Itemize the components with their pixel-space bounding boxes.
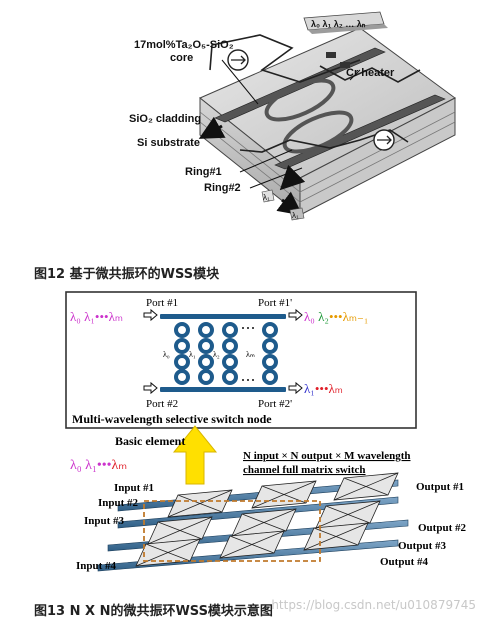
svg-text:λ₀ λ₁•••λₘ: λ₀ λ₁•••λₘ	[70, 458, 127, 473]
col-lambda-m: λₘ	[246, 350, 255, 359]
output-3-label: Output #3	[398, 540, 446, 552]
ring-array	[174, 322, 278, 385]
switch-node-labels: Port #1 Port #1' Port #2 Port #2' λ₀ λ₁•…	[70, 297, 368, 426]
matrix-switch	[97, 472, 409, 572]
cladding-label: SiO₂ cladding	[129, 113, 201, 125]
input-4-label: Input #4	[76, 560, 117, 572]
svg-text:λ₀ λ₂•••λₘ₋₁: λ₀ λ₂•••λₘ₋₁	[304, 309, 368, 324]
col-lambda1: λ₁	[189, 350, 196, 359]
input-arrow	[143, 308, 158, 322]
ring1-label: Ring#1	[185, 166, 222, 178]
matrix-header-labels: Basic element N input × N output × M wav…	[70, 434, 410, 476]
top-output-lambda0: λ₀	[304, 309, 318, 324]
drop-lambda-2: λ₁	[292, 211, 299, 220]
heater-label: Cr heater	[346, 67, 395, 79]
input-3-label: Input #3	[84, 515, 125, 527]
basic-element-highlight	[143, 500, 321, 562]
drop-wavelength-box	[261, 189, 305, 221]
ring2-label: Ring#2	[204, 182, 241, 194]
bottom-bus-waveguide	[160, 387, 286, 392]
basic-element-arrow	[172, 425, 218, 485]
input-wavelength-box	[303, 11, 388, 34]
figure12-labels: 17mol%Ta₂O₅-SiO₂ core SiO₂ cladding Si s…	[129, 19, 395, 220]
output-2-label: Output #2	[418, 522, 466, 534]
basic-element-label: Basic element	[115, 434, 185, 448]
matrix-title-1: N input × N output × M wavelength	[243, 450, 410, 462]
bottom-output-lambda-m: •••λₘ	[315, 381, 343, 396]
switch-node-panel	[65, 291, 417, 429]
port2p-label: Port #2'	[258, 398, 292, 410]
input-1-label: Input #1	[114, 482, 154, 494]
ring1-shape	[264, 78, 336, 122]
watermark: https://blog.csdn.net/u010879745	[271, 598, 476, 612]
matrix-input-lambdas: λ₀ λ₁•••	[70, 458, 112, 473]
matrix-input-lambda-m: λₘ	[112, 458, 128, 473]
input-arrow	[143, 381, 158, 395]
input-lambdas: λ₀ λ₁ λ₂ … λₙ	[311, 19, 366, 29]
matrix-title-2: channel full matrix switch	[243, 464, 366, 476]
port1p-label: Port #1'	[258, 297, 292, 309]
top-output-lambda2: λ₂	[318, 309, 329, 324]
figure13-caption: 图13 N X N的微共振环WSS模块示意图	[34, 604, 273, 619]
figure12-caption: 图12 基于微共振环的WSS模块	[34, 267, 220, 282]
substrate-label: Si substrate	[137, 137, 200, 149]
output-1-label: Output #1	[416, 481, 464, 493]
core-label-2: core	[170, 52, 193, 64]
output-arrow	[288, 308, 303, 322]
bottom-output-lambda1: λ₁	[304, 381, 315, 396]
top-output-lambda-m1: •••λₘ₋₁	[329, 309, 368, 324]
figure12-device	[198, 11, 456, 221]
port1-label: Port #1	[146, 297, 178, 309]
input-2-label: Input #2	[98, 497, 139, 509]
col-lambda2: λ₂	[213, 350, 220, 359]
top-input-lambdas: λ₀ λ₁•••λₘ	[70, 309, 123, 324]
svg-text:λ₁•••λₘ: λ₁•••λₘ	[304, 381, 343, 396]
matrix-port-labels: Input #1 Input #2 Input #3 Input #4 Outp…	[76, 481, 466, 572]
output-arrow	[288, 381, 303, 395]
drop-lambda: λ₁	[263, 193, 270, 202]
node-label: Multi-wavelength selective switch node	[72, 412, 272, 426]
core-label: 17mol%Ta₂O₅-SiO₂	[134, 39, 234, 51]
port2-label: Port #2	[146, 398, 178, 410]
top-bus-waveguide	[160, 314, 286, 319]
output-4-label: Output #4	[380, 556, 428, 568]
col-lambda0: λ₀	[163, 350, 170, 359]
ring2-shape	[282, 110, 354, 154]
